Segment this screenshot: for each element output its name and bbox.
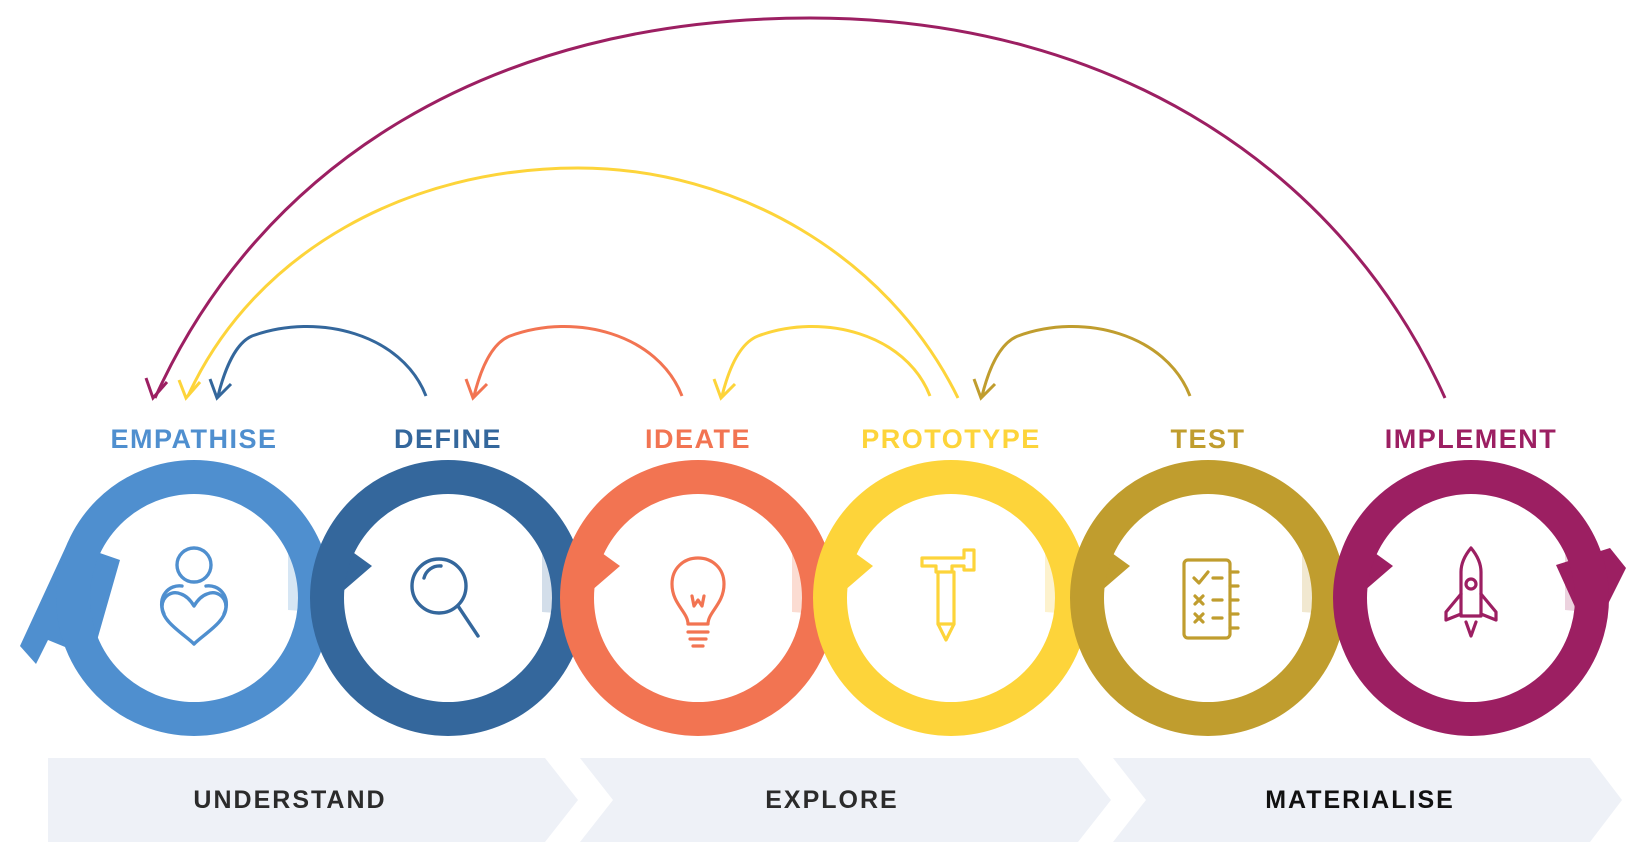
arrow-define-head-orange: [464, 378, 489, 401]
ring-prototype: [813, 460, 1089, 736]
arrow-prototype-head: [972, 378, 997, 401]
ring-arc: [1333, 460, 1609, 736]
ring-implement: [1333, 460, 1626, 736]
arrow-empathise-head-purple: [144, 377, 169, 401]
ring-arc: [1070, 460, 1346, 736]
stage-label-test: TEST: [1170, 424, 1245, 454]
stage-label-prototype: PROTOTYPE: [861, 424, 1041, 454]
arrow-define-head: [208, 378, 233, 401]
ring-ideate: [560, 460, 836, 736]
phase-label-explore: EXPLORE: [765, 786, 898, 814]
ring-arc: [560, 460, 836, 736]
ring-define: [310, 460, 586, 736]
arrow-prototype-to-empathise: [186, 166, 960, 399]
stage-rings: [20, 460, 1626, 736]
stage-labels: EMPATHISE DEFINE IDEATE PROTOTYPE TEST I…: [110, 424, 1558, 454]
arrow-define-to-empathise: [216, 325, 428, 397]
stage-label-implement: IMPLEMENT: [1385, 424, 1558, 454]
hammer-pencil-icon: [920, 548, 976, 642]
rocket-icon: [1444, 546, 1498, 638]
ring-arc: [310, 460, 586, 736]
arrow-prototype-to-ideate: [720, 325, 932, 397]
checklist-icon: [1182, 558, 1240, 640]
arrow-test-to-prototype: [980, 325, 1192, 397]
arrow-implement-to-empathise: [153, 16, 1447, 399]
ring-arc: [813, 460, 1089, 736]
phase-label-understand: UNDERSTAND: [193, 786, 386, 814]
arrow-ideate-head: [712, 378, 737, 401]
person-heart-icon: [160, 546, 228, 646]
phase-materialise: [1113, 758, 1622, 842]
stage-label-empathise: EMPATHISE: [110, 424, 277, 454]
phase-understand: [48, 758, 578, 842]
stage-label-ideate: IDEATE: [645, 424, 751, 454]
phase-banner: UNDERSTAND EXPLORE MATERIALISE: [48, 758, 1622, 842]
phase-explore: [580, 758, 1111, 842]
ring-arc: [56, 460, 332, 736]
ring-empathise: [20, 460, 332, 736]
ring-test: [1070, 460, 1346, 736]
arrow-empathise-head-yellow: [177, 379, 202, 401]
lightbulb-icon: [670, 556, 726, 648]
phase-label-materialise: MATERIALISE: [1265, 786, 1455, 814]
magnifier-icon: [410, 557, 480, 638]
arrow-ideate-to-define: [472, 325, 684, 397]
feedback-arrows: [144, 16, 1447, 401]
stage-label-define: DEFINE: [394, 424, 502, 454]
